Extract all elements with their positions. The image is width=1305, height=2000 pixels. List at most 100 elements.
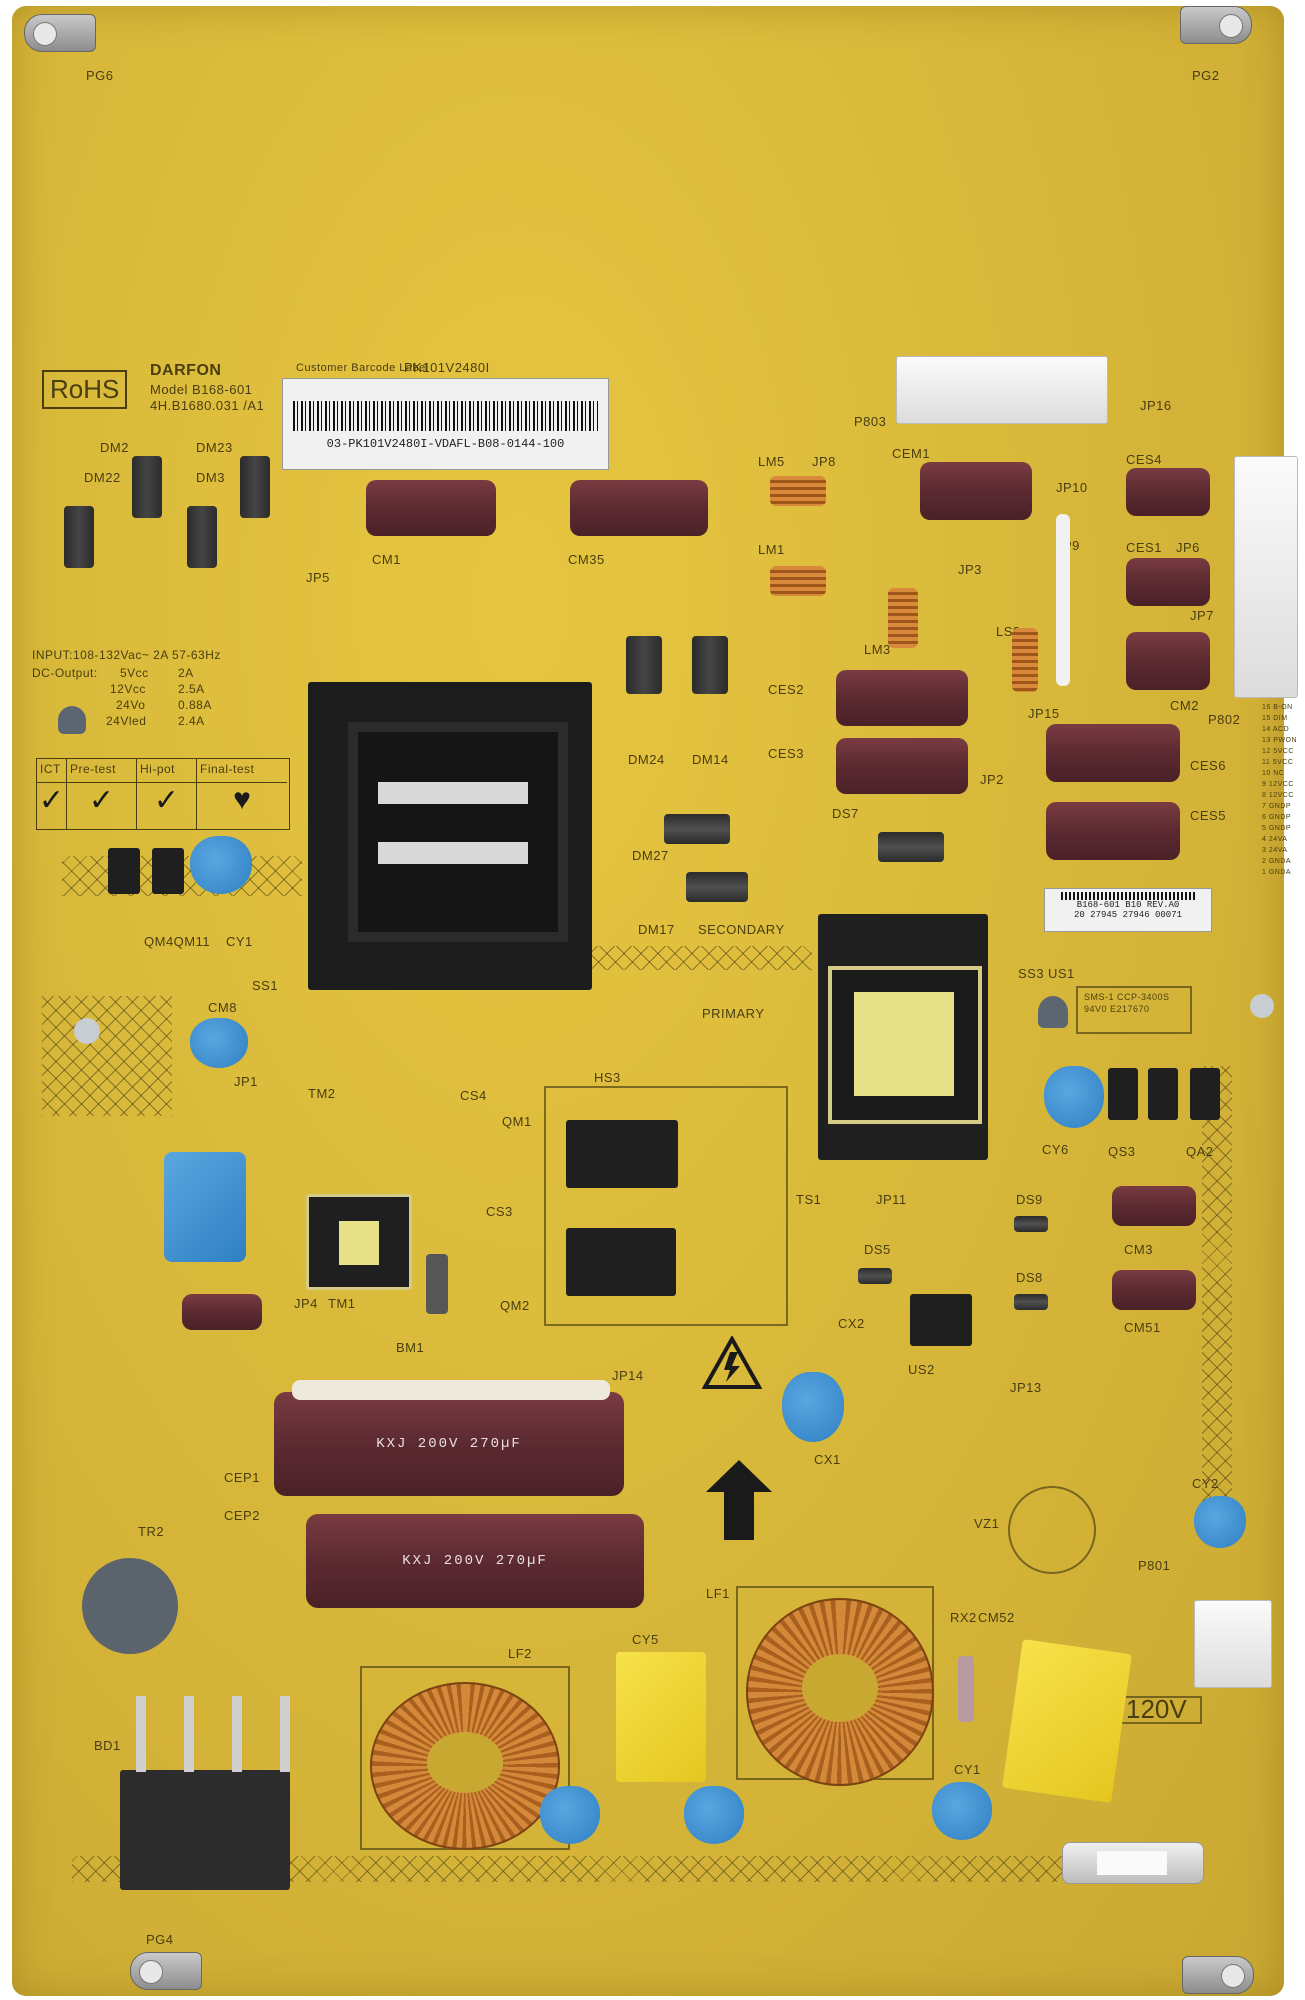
pg2-label: PG2 xyxy=(1192,68,1220,83)
barcode-bars xyxy=(293,401,598,431)
label-dm3: DM3 xyxy=(196,470,225,485)
capacitor-ces4 xyxy=(1126,468,1210,516)
label-jp5: JP5 xyxy=(306,570,330,585)
connector-p803 xyxy=(896,356,1108,424)
common-mode-choke-lf2 xyxy=(370,1682,560,1850)
label-jp16: JP16 xyxy=(1140,398,1172,413)
adhesive xyxy=(292,1380,610,1400)
label-p801: P801 xyxy=(1138,1558,1171,1573)
optocoupler-qm11 xyxy=(152,848,184,894)
bead-bm1 xyxy=(426,1254,448,1314)
optocoupler-qs1 xyxy=(1148,1068,1178,1120)
diode-dm17 xyxy=(686,872,748,902)
rev-line1: B168-601 B10 REV.A0 xyxy=(1076,900,1180,910)
pin-11: 11 5VCC xyxy=(1262,759,1294,766)
label-ces1: CES1 xyxy=(1126,540,1162,555)
label-jp7: JP7 xyxy=(1190,608,1214,623)
label-ds8: DS8 xyxy=(1016,1270,1043,1285)
mount-lug-pg2 xyxy=(1180,6,1252,44)
fuse-body xyxy=(1097,1851,1167,1875)
standby-transformer-ts1 xyxy=(818,914,988,1160)
mount-lug-br xyxy=(1182,1956,1254,1994)
label-cy5: CY6 xyxy=(1042,1142,1069,1157)
label-qs3: QS3 xyxy=(1108,1144,1136,1159)
diode-dm24 xyxy=(626,636,662,694)
label-tm1: TM1 xyxy=(328,1296,356,1311)
hatch-region xyxy=(572,946,812,970)
pin-5: 5 GNDP xyxy=(1262,825,1292,832)
label-dm14: DM14 xyxy=(692,752,729,767)
label-dm27: DM27 xyxy=(632,848,669,863)
bulk-capacitor-cep1: KXJ 200V 270µF xyxy=(274,1392,624,1496)
label-rx2: RX2 xyxy=(950,1610,977,1625)
p802-pinout: 16 B-ON 15 DIM 14 ACD 13 PWON 12 5VCC 11… xyxy=(1262,702,1297,878)
capacitor-ces2 xyxy=(1046,724,1180,782)
label-vz1: VZ1 xyxy=(974,1516,1000,1531)
label-jp3: JP3 xyxy=(958,562,982,577)
ac-input-connector-p801 xyxy=(1194,1600,1272,1688)
bd1-lead xyxy=(232,1696,242,1772)
pin-9: 9 12VCC xyxy=(1262,781,1294,788)
label-ces6: CM3 xyxy=(1124,1242,1153,1257)
capacitor-ces6 xyxy=(1112,1186,1196,1226)
label-cy1: CY1 xyxy=(954,1762,981,1777)
label-dm23: DM23 xyxy=(196,440,233,455)
label-hs3: HS3 xyxy=(594,1070,621,1085)
heatsink-hs3-outline xyxy=(544,1086,788,1326)
part-text: 4H.B1680.031 /A1 xyxy=(150,398,265,413)
label-p802: P802 xyxy=(1208,712,1241,727)
resistor-rx2 xyxy=(958,1656,974,1722)
thermistor-tr2 xyxy=(82,1558,178,1654)
diode-ds9 xyxy=(1014,1216,1048,1232)
pin-8: 8 12VCC xyxy=(1262,792,1294,799)
label-tm2: TM2 xyxy=(308,1086,336,1101)
inductor-lm5 xyxy=(770,476,826,506)
rail-5v: 5Vcc xyxy=(120,666,149,680)
label-cm51: CS4 xyxy=(460,1088,487,1103)
inductor-ls2 xyxy=(1012,628,1038,692)
pin-3: 3 24VA xyxy=(1262,847,1288,854)
inductor-lm1 xyxy=(770,566,826,596)
y-capacitor-cy6 xyxy=(190,836,252,894)
capacitor-ces1 xyxy=(1126,558,1210,606)
label-cep1: CEP1 xyxy=(224,1470,260,1485)
label-dm17: DM17 xyxy=(638,922,675,937)
label-primary: PRIMARY xyxy=(702,1006,765,1021)
hatch-region xyxy=(1202,1066,1232,1506)
label-cs3: CX1 xyxy=(814,1452,841,1467)
label-qa2: QA2 xyxy=(1186,1144,1214,1159)
diode-ds7 xyxy=(878,832,944,862)
label-tr2: TR2 xyxy=(138,1524,165,1539)
rev-line2: 20 27945 27946 00071 xyxy=(1073,910,1183,920)
bulk-capacitor-cep2: KXJ 200V 270µF xyxy=(306,1514,644,1608)
diode-dm3 xyxy=(187,506,217,568)
pin-16: 16 B-ON xyxy=(1262,704,1293,711)
label-ces5: CM51 xyxy=(1124,1320,1161,1335)
ts1-bobbin xyxy=(854,992,954,1096)
airflow-up-arrow-icon xyxy=(706,1460,772,1540)
barcode-heading: PK101V2480I xyxy=(404,360,490,375)
transformer-core xyxy=(348,722,568,942)
tm1-bobbin xyxy=(339,1221,379,1265)
label-cm2: CM2 xyxy=(1170,698,1199,713)
mount-lug-pg4 xyxy=(130,1952,202,1990)
label-ds9: DS9 xyxy=(1016,1192,1043,1207)
rail-24vo-current: 0.88A xyxy=(178,698,212,712)
capacitor-cm4 xyxy=(836,670,968,726)
label-jp14: JP14 xyxy=(612,1368,644,1383)
label-cx1: CM52 xyxy=(978,1610,1015,1625)
label-jp6: JP6 xyxy=(1176,540,1200,555)
label-dm2: DM2 xyxy=(100,440,129,455)
label-ds5: DS5 xyxy=(864,1242,891,1257)
capacitor-cm2 xyxy=(1126,632,1210,690)
label-bd1: BD1 xyxy=(94,1738,121,1753)
pwm-ic-us1 xyxy=(910,1294,972,1346)
label-ds7: DS7 xyxy=(832,806,859,821)
label-bm1: BM1 xyxy=(396,1340,425,1355)
pin-7: 7 GNDP xyxy=(1262,803,1292,810)
rev-barcode-top xyxy=(1061,892,1195,900)
diode-dm2 xyxy=(132,456,162,518)
y-capacitor-cs3 xyxy=(782,1372,844,1442)
y-capacitor-cm8 xyxy=(190,1018,248,1068)
regulator-um2 xyxy=(58,706,86,734)
